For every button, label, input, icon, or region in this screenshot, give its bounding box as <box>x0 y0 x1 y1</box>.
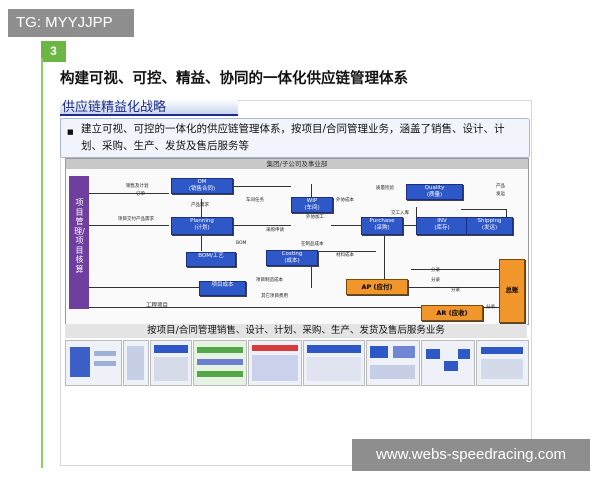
connector-line <box>331 225 361 226</box>
connector-line <box>384 235 385 287</box>
project-management-label: 项目管理/项目核算 <box>74 198 85 274</box>
label-order: 订单 <box>136 192 145 197</box>
connector-line <box>201 199 202 219</box>
label-outsourcing-cost: 外协成本 <box>336 198 354 203</box>
label-entry: 分录 <box>431 268 440 273</box>
thumbnail <box>123 340 149 386</box>
thumbnail <box>150 340 192 386</box>
thumbnail <box>366 340 420 386</box>
label-other-project-expense: 其它项目费用 <box>261 294 288 299</box>
label-bom: BOM <box>236 241 247 246</box>
description-text: 建立可视、可控的一体化的供应链管理体系，按项目/合同管理业务，涵盖了销售、设计、… <box>81 123 505 152</box>
section-title: 供应链精益化战略 <box>60 99 238 116</box>
costing-box: Costing (成本) <box>266 250 318 266</box>
connector-line <box>89 193 169 194</box>
label-wip-cost: 在制品成本 <box>301 242 324 247</box>
wip-box: WIP (车间) <box>291 197 333 213</box>
ap-box: AP (应付) <box>346 279 408 295</box>
connector-line <box>384 287 499 288</box>
connector-line <box>231 225 291 226</box>
label-project-manufacturing-cost: 项目制造成本 <box>256 278 283 283</box>
project-management-column: 项目管理/项目核算 <box>69 176 89 309</box>
connector-line <box>276 251 376 252</box>
process-thumbnails <box>65 340 529 386</box>
thumbnail <box>193 340 247 386</box>
label-material-cost: 材料成本 <box>336 253 354 258</box>
shipping-box: Shipping (发运) <box>466 217 513 235</box>
green-accent-line <box>41 58 43 468</box>
connector-line <box>89 287 199 288</box>
website-watermark: www.webs-speedracing.com <box>352 439 590 471</box>
connector-line <box>231 186 291 187</box>
planning-box: Planning (计划) <box>171 217 233 235</box>
quality-box: Quality (质量) <box>406 184 463 200</box>
inv-box: INV (库存) <box>416 217 468 235</box>
connector-line <box>416 207 417 217</box>
label-quality-check: 质量检验 <box>376 186 394 191</box>
slide-title: 构建可视、可控、精益、协同的一体化供应链管理体系 <box>60 71 408 87</box>
tg-tag-text: TG: MYYJJPP <box>16 14 113 31</box>
label-product-demand: 产品需求 <box>191 203 209 208</box>
connector-line <box>201 233 202 251</box>
label-project-demand: 项目交付产品需求 <box>118 217 154 222</box>
thumbnail <box>421 340 475 386</box>
connector-line <box>461 209 506 210</box>
connector-line <box>89 225 169 226</box>
label-purchase-request: 采购申请 <box>266 228 284 233</box>
label-sales-plan: 销售及计划 <box>126 184 149 189</box>
bullet-icon: ■ <box>67 128 74 136</box>
ar-box: AR (应收) <box>421 305 483 321</box>
connector-line <box>506 209 507 221</box>
connector-line <box>311 264 312 288</box>
label-ship: 发运 <box>496 192 505 197</box>
thumbnail <box>303 340 365 386</box>
label-stock-in: 交工入库 <box>391 211 409 216</box>
label-engineering-project: 工程项目 <box>146 303 169 309</box>
label-entry: 分录 <box>451 288 460 293</box>
thumbnail <box>65 340 122 386</box>
project-cost-box: 项目成本 <box>199 281 246 296</box>
thumbnail <box>248 340 302 386</box>
label-entry: 分录 <box>486 305 495 310</box>
diagram-header: 集团/子公司及事业部 <box>66 159 528 169</box>
om-box: OM (销售合同) <box>171 178 233 194</box>
connector-line <box>411 269 501 270</box>
label-entry: 分录 <box>431 278 440 283</box>
connector-line <box>89 307 499 308</box>
gl-box: 总账 <box>499 259 525 323</box>
slide-number: 3 <box>41 41 66 62</box>
description-box: ■ 建立可视、可控的一体化的供应链管理体系，按项目/合同管理业务，涵盖了销售、设… <box>60 118 530 158</box>
label-outsourcing: 外协加工 <box>306 215 324 220</box>
thumbnail <box>476 340 529 386</box>
purchase-box: Purchase (采购) <box>361 217 403 235</box>
business-bar: 按项目/合同管理销售、设计、计划、采购、生产、发货及售后服务业务 <box>65 324 527 338</box>
tg-tag: TG: MYYJJPP <box>8 9 134 37</box>
connector-line <box>311 184 312 206</box>
content-frame <box>60 100 532 466</box>
supply-chain-diagram: 集团/子公司及事业部 项目管理/项目核算 OM (销售合同) Planning … <box>65 158 529 325</box>
label-workshop-task: 车间任务 <box>246 198 264 203</box>
bom-box: BOM/工艺 <box>186 252 236 267</box>
label-product: 产品 <box>496 184 505 189</box>
